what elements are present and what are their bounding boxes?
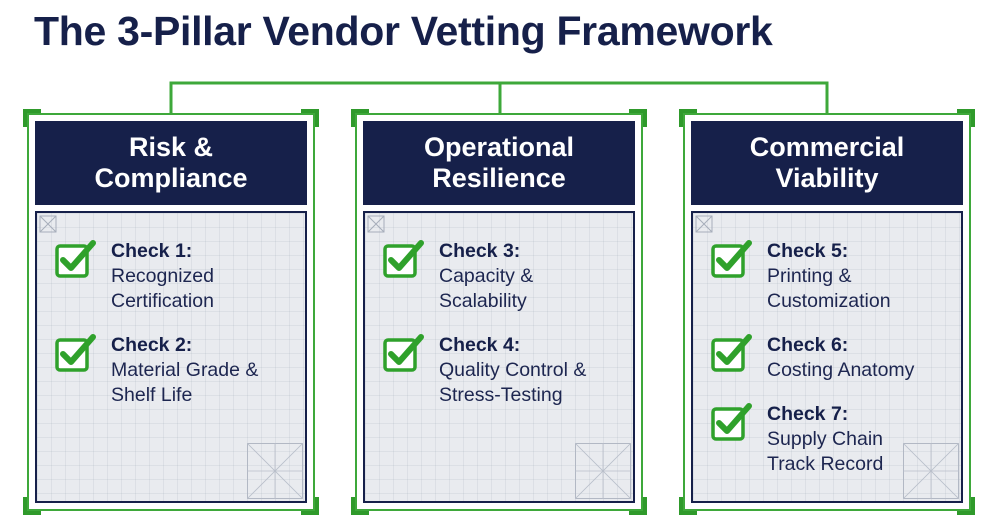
check-title: Check 6: [767,334,849,356]
check-title: Check 3: [439,240,521,262]
checkbox-check-icon [383,240,425,280]
corner-bracket [301,109,319,127]
checkbox-check-icon [711,240,753,280]
crossed-box-icon [695,215,713,233]
check-text: Check 3: Capacity & Scalability [439,239,533,314]
corner-bracket [679,109,697,127]
crossed-box-icon [39,215,57,233]
check-title: Check 2: [111,334,193,356]
corner-bracket [679,497,697,515]
check-item: Check 3: Capacity & Scalability [383,239,623,314]
crossed-box-icon [367,215,385,233]
check-text: Check 1: Recognized Certification [111,239,214,314]
corner-bracket [629,109,647,127]
check-item: Check 2: Material Grade & Shelf Life [55,333,295,408]
pillar-header: Risk & Compliance [35,121,307,205]
check-description: Recognized Certification [111,265,214,312]
check-description: Material Grade & Shelf Life [111,359,259,406]
corner-bracket [957,497,975,515]
check-text: Check 4: Quality Control & Stress-Testing [439,333,586,408]
check-text: Check 7: Supply Chain Track Record [767,402,883,477]
page-title: The 3-Pillar Vendor Vetting Framework [34,8,773,54]
check-description: Supply Chain Track Record [767,428,884,475]
pillar-header: Commercial Viability [691,121,963,205]
check-item: Check 7: Supply Chain Track Record [711,402,951,477]
check-title: Check 4: [439,334,521,356]
checkbox-check-icon [55,334,97,374]
check-title: Check 7: [767,403,849,425]
grid-diagonal-icon [246,442,304,500]
checkbox-check-icon [383,334,425,374]
check-description: Quality Control & Stress-Testing [439,359,587,406]
check-title: Check 1: [111,240,193,262]
check-title: Check 5: [767,240,849,262]
check-item: Check 4: Quality Control & Stress-Testing [383,333,623,408]
corner-bracket [957,109,975,127]
check-description: Printing & Customization [767,265,891,312]
check-text: Check 6: Costing Anatomy [767,333,914,383]
check-item: Check 1: Recognized Certification [55,239,295,314]
pillar-header: Operational Resilience [363,121,635,205]
checkbox-check-icon [55,240,97,280]
check-text: Check 2: Material Grade & Shelf Life [111,333,258,408]
grid-diagonal-icon [902,442,960,500]
corner-bracket [23,497,41,515]
check-item: Check 5: Printing & Customization [711,239,951,314]
check-description: Capacity & Scalability [439,265,534,312]
corner-bracket [351,109,369,127]
check-item: Check 6: Costing Anatomy [711,333,951,383]
check-text: Check 5: Printing & Customization [767,239,891,314]
check-description: Costing Anatomy [767,359,915,381]
corner-bracket [23,109,41,127]
corner-bracket [351,497,369,515]
checkbox-check-icon [711,334,753,374]
corner-bracket [301,497,319,515]
grid-diagonal-icon [574,442,632,500]
checkbox-check-icon [711,403,753,443]
corner-bracket [629,497,647,515]
